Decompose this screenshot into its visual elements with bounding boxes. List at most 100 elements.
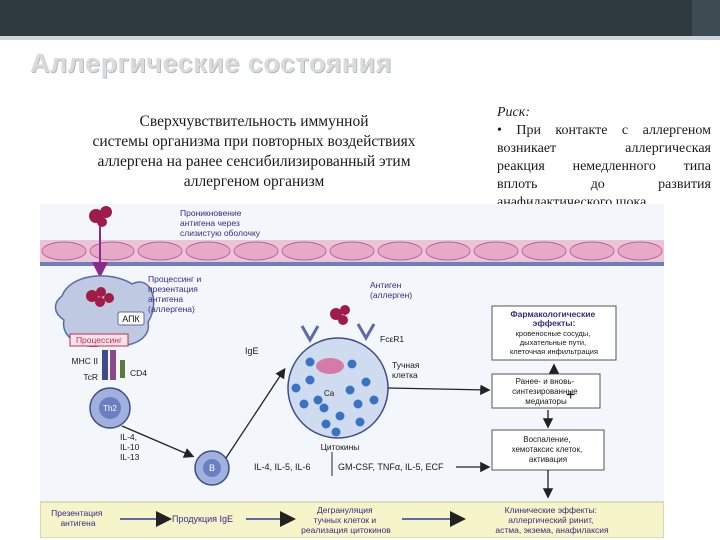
- granule: [347, 359, 357, 369]
- epithelial-cell: [617, 241, 663, 261]
- interleukin-row: IL-4, IL-5, IL-6: [254, 462, 311, 472]
- b-to-ige-arrow: [225, 367, 286, 459]
- risk-line: возникает аллергическая: [497, 141, 711, 156]
- bottom-degranulation: Дегрануляция тучных клеток и реализация …: [301, 505, 391, 535]
- mast-cell: [287, 337, 389, 439]
- penetration-line: слизистую оболочку: [180, 228, 261, 238]
- risk-text: Риск: • При контакте с аллергеном возник…: [497, 104, 711, 212]
- mhc-receptor: [102, 350, 108, 380]
- epithelial-cell: [89, 241, 135, 261]
- granule: [345, 385, 355, 395]
- intro-line: аллергеном организм: [183, 173, 325, 190]
- bottom-clinical-line: Клинические эффекты:: [505, 505, 597, 515]
- mediators-text: Ранее- и вновь- синтезированные медиатор…: [512, 377, 580, 406]
- penetration-line: Проникновение: [180, 208, 242, 218]
- processing-box: [69, 333, 129, 347]
- cd4-receptor: [120, 360, 125, 378]
- fce-receptor-label: FcεR1: [380, 334, 404, 344]
- interleukin-line: IL-10: [120, 442, 140, 452]
- interleukin-label: IL-4, IL-10 IL-13: [120, 432, 142, 462]
- pharm-effects-box: [491, 305, 617, 361]
- pharm-effects-title: Фармакологические эффекты:: [510, 309, 597, 328]
- allergen-molecule: [89, 206, 112, 227]
- penetration-line: антигена через: [180, 218, 240, 228]
- bottom-presentation: Презентация антигена: [51, 508, 105, 528]
- epithelial-cell: [329, 241, 375, 261]
- granule: [299, 399, 309, 409]
- epithelial-cell: [473, 241, 519, 261]
- inflammation-text: Воспаление, хемотаксис клеток, активация: [512, 435, 585, 464]
- granule: [305, 357, 315, 367]
- mast-cell-granules: [291, 357, 379, 437]
- interleukin-line: IL-13: [120, 452, 140, 462]
- bottom-clinical-line: астма, экзема, анафилаксия: [495, 525, 609, 535]
- intro-text: Сверхчувствительность иммунной системы о…: [36, 112, 472, 192]
- granule: [335, 411, 345, 421]
- epithelial-cell: [377, 241, 423, 261]
- allergy-diagram: Проникновение антигена через слизистую о…: [40, 204, 664, 538]
- apc-label-box: [117, 311, 145, 326]
- bottom-presentation-line: Презентация: [51, 508, 103, 518]
- mast-cell-line: Тучная: [392, 360, 420, 370]
- top-bar-tab: [692, 0, 720, 36]
- mediators-box: [491, 373, 601, 409]
- mediators-line: Ранее- и вновь-: [516, 377, 575, 386]
- antigen-line: Антиген: [370, 280, 402, 290]
- processing-line: (аллергена): [148, 304, 195, 314]
- epithelial-cell: [137, 241, 183, 261]
- bottom-presentation-line: антигена: [60, 518, 95, 528]
- cytokines-label: Цитокины: [321, 442, 360, 452]
- intro-line: Сверхчувствительность иммунной: [139, 113, 369, 130]
- processing-line: антигена: [148, 294, 183, 304]
- pharm-effects-line: дыхательные пути,: [520, 338, 586, 347]
- apc-allergen: [86, 287, 114, 307]
- bottom-production: Продукция IgE: [172, 514, 233, 524]
- inflammation-line: активация: [529, 455, 567, 464]
- risk-label: Риск:: [497, 105, 530, 120]
- tcr-receptor: [110, 350, 116, 380]
- basement-membrane: [40, 262, 664, 266]
- epithelial-cell: [281, 241, 327, 261]
- intro-line: системы организма при повторных воздейст…: [92, 133, 416, 150]
- pharm-effects-title-line: эффекты:: [533, 318, 576, 328]
- mediators-line: синтезированные: [512, 387, 578, 396]
- cd4-label: CD4: [130, 368, 147, 378]
- mediators-line: медиаторы: [525, 397, 567, 406]
- processing-description: Процессинг и презентация антигена (аллер…: [148, 274, 204, 314]
- epithelial-cell: [41, 241, 87, 261]
- pharm-effects-line: кровеносные сосуды,: [516, 329, 591, 338]
- ige-receptor-right: [356, 323, 376, 342]
- calcium-label: Ca: [324, 389, 335, 398]
- epithelial-cell: [569, 241, 615, 261]
- epithelium: [40, 240, 664, 266]
- granule: [353, 399, 363, 409]
- inflammation-box: [491, 429, 605, 471]
- granule: [305, 375, 315, 385]
- granule: [291, 383, 301, 393]
- top-bar: [0, 0, 720, 36]
- pharm-effects-title-line: Фармакологические: [510, 309, 595, 319]
- granule: [361, 377, 371, 387]
- risk-line: вплоть до развития: [497, 177, 711, 192]
- th2-nucleus: [99, 397, 121, 419]
- inflammation-line: Воспаление,: [523, 435, 570, 444]
- bottom-degranulation-line: тучных клеток и: [313, 515, 376, 525]
- granule: [331, 427, 341, 437]
- antigen-line: (аллерген): [370, 290, 412, 300]
- granule: [313, 395, 323, 405]
- epithelial-cell: [425, 241, 471, 261]
- processing-line: Процессинг и: [148, 274, 201, 284]
- bottom-degranulation-line: Дегрануляция: [317, 505, 373, 515]
- mast-cell-label: Тучная клетка: [392, 360, 422, 380]
- pharm-effects-text: кровеносные сосуды, дыхательные пути, кл…: [510, 329, 598, 356]
- interleukin-line: IL-4,: [120, 432, 137, 442]
- granule: [319, 403, 329, 413]
- epithelial-cell: [521, 241, 567, 261]
- slide-title: Аллергические состояния: [30, 48, 392, 78]
- risk-line: реакция немедленного типа: [497, 159, 711, 174]
- epithelial-cell: [185, 241, 231, 261]
- granule: [321, 419, 331, 429]
- bottom-clinical: Клинические эффекты: аллергический ринит…: [495, 505, 609, 535]
- mast-cell-allergen: [330, 305, 350, 325]
- ige-label: IgE: [245, 346, 259, 356]
